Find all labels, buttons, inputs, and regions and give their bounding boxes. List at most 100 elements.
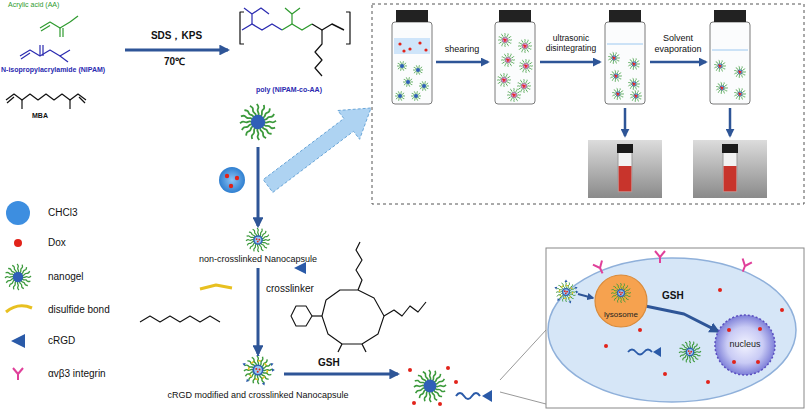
polymer-hair — [528, 67, 532, 69]
bond-line — [282, 24, 312, 30]
polymer-hair — [507, 39, 512, 41]
polymer-hair — [527, 60, 529, 64]
polymer-hair — [432, 371, 436, 382]
polymer-hair — [521, 40, 524, 44]
polymer-hair — [522, 48, 524, 52]
dox-dot — [614, 57, 616, 59]
polymer-hair — [424, 390, 428, 401]
polymer-hair — [500, 74, 503, 78]
polymer-hair — [409, 79, 412, 81]
polymer-hair — [516, 96, 520, 98]
edge-label: SDS，KPS — [149, 30, 204, 42]
polymer-hair — [416, 388, 426, 393]
dox-dot — [780, 308, 784, 312]
oil-core — [618, 290, 624, 296]
callout-line — [500, 392, 546, 404]
oil-core — [632, 62, 635, 65]
dox-dot — [636, 95, 638, 97]
polymer-hair — [250, 106, 256, 117]
polymer-hair — [716, 62, 719, 65]
node-label: nucleus — [714, 339, 776, 350]
dox-dot — [513, 95, 515, 97]
polymer-hair — [620, 95, 624, 97]
bond-line — [39, 45, 40, 56]
polymer-hair — [608, 56, 612, 57]
polymer-hair — [506, 34, 508, 38]
polymer-hair — [618, 77, 622, 79]
polymer-hair — [406, 77, 407, 80]
polymer-hair — [636, 85, 640, 87]
bond-line — [362, 344, 366, 352]
polymer-product: poly (NIPAM-co-AA) — [228, 0, 350, 147]
bond-line — [60, 56, 68, 62]
polymer-hair — [520, 67, 524, 70]
dox-dot — [256, 238, 258, 240]
polymer-hair — [415, 380, 426, 384]
polymer-hair — [742, 71, 746, 73]
dox-dot — [732, 360, 736, 364]
polymer-hair — [504, 33, 506, 38]
polymer-hair — [507, 53, 509, 58]
oil-core — [634, 94, 637, 97]
polymer-hair — [417, 93, 420, 95]
bond-line — [315, 30, 322, 76]
polymer-hair — [610, 74, 614, 75]
dox-dot — [758, 327, 762, 331]
polymer-hair — [742, 90, 745, 93]
dox-dot — [739, 72, 741, 74]
polymer-hair — [257, 104, 259, 117]
polymer-hair — [518, 87, 522, 90]
polymer-hair — [525, 88, 528, 92]
polymer-hair — [525, 68, 527, 73]
polymer-hair — [612, 294, 618, 297]
polymer-hair — [414, 71, 417, 73]
polymer-hair — [569, 293, 576, 295]
polymer-hair — [622, 296, 625, 302]
nucleus-shape — [715, 315, 775, 375]
polymer-hair — [721, 68, 723, 72]
polymer-hair — [509, 54, 511, 58]
legend-row: nanogel — [0, 268, 140, 286]
bond-line — [7, 97, 14, 103]
bond-line — [41, 26, 50, 32]
polymer-hair — [262, 372, 271, 375]
polymer-hair — [524, 48, 526, 53]
legend-swatch — [14, 239, 22, 247]
polymer-hair — [723, 90, 725, 94]
crgd-triangle — [270, 363, 273, 366]
polymer-hair — [622, 283, 624, 290]
nanogel-core — [612, 56, 617, 61]
polymer-hair — [527, 68, 530, 72]
nanogel-icon — [246, 228, 270, 252]
legend-swatch — [6, 201, 30, 225]
polymer-hair — [516, 91, 520, 94]
polymer-hair — [262, 239, 270, 240]
dox-dot — [402, 49, 405, 52]
polymer-hair — [693, 351, 701, 352]
nanogel-core — [614, 74, 619, 79]
dox-dot — [719, 66, 721, 68]
polymer-hair — [610, 59, 612, 62]
polymer-hair — [526, 40, 528, 44]
crgd-triangle — [482, 390, 492, 402]
polymer-hair — [499, 41, 503, 44]
nanogel-icon — [240, 104, 276, 140]
flow-arrow — [436, 61, 488, 64]
polymer-hair — [633, 86, 635, 90]
vial-cap — [714, 10, 746, 22]
nanogel-icon — [611, 283, 631, 303]
bond-line — [356, 242, 362, 290]
bond-line — [607, 44, 643, 45]
polymer-hair — [637, 98, 639, 102]
polymer-hair — [721, 90, 723, 94]
bond-line — [346, 12, 350, 44]
polymer-hair — [403, 63, 406, 65]
vial-cap — [609, 10, 641, 22]
nanogel-icon — [519, 59, 533, 73]
flow-connector — [257, 268, 260, 354]
polymer-hair — [691, 355, 695, 362]
dox-dot — [689, 353, 691, 355]
nanogel-core — [400, 64, 404, 68]
polymer-hair — [12, 265, 16, 273]
